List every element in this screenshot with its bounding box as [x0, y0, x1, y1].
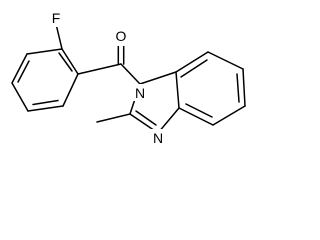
bonds — [11, 23, 246, 134]
bond-c7a-c7 — [175, 51, 209, 73]
bond-c2-methyl — [96, 113, 131, 123]
bond-phenyl-6-1 — [62, 73, 79, 107]
bond-c6-c5 — [242, 68, 246, 107]
bond-c3a-c7a — [175, 71, 180, 109]
bond-phenyl-5-6 — [27, 105, 64, 112]
bond-c2-n3-b — [135, 110, 157, 126]
nitrogen-1-label: N — [135, 85, 145, 101]
nitrogen-1-label-background — [132, 84, 149, 101]
atom-labels: F O N N — [48, 10, 167, 146]
bond-phenyl-2-3 — [26, 48, 63, 55]
bond-phenyl-to-fluorine — [55, 23, 63, 50]
fluorine-label-background — [48, 10, 64, 27]
bond-c7-c6 — [207, 51, 244, 70]
bond-phenyl-5-6-inner — [32, 99, 59, 106]
chemical-structure-diagram: F O N N — [11, 10, 246, 146]
nitrogen-3-label-background — [150, 129, 167, 146]
bond-phenyl-1-2 — [61, 48, 79, 75]
bond-c6-c5-inner — [236, 73, 240, 103]
fluorine-label: F — [52, 10, 61, 26]
bond-c7a-n1 — [139, 71, 177, 85]
bond-phenyl-3-4-inner — [17, 60, 30, 83]
oxygen-label-background — [112, 28, 130, 46]
bond-c7a-c7-inner — [180, 59, 208, 78]
bond-c4-c3a — [178, 107, 214, 126]
bond-carbonyl-to-aryl — [77, 63, 122, 75]
bond-phenyl-4-5 — [11, 82, 29, 112]
bond-c4-c3a-inner — [185, 103, 213, 118]
oxygen-label: O — [116, 28, 127, 44]
nitrogen-3-label: N — [153, 130, 163, 146]
bond-c5-c4 — [212, 105, 246, 126]
bond-phenyl-3-4 — [11, 53, 28, 84]
bond-n3-c3a — [157, 107, 180, 134]
bond-carbonyl-to-n1 — [120, 63, 141, 85]
bond-phenyl-1-2-inner — [58, 52, 73, 72]
